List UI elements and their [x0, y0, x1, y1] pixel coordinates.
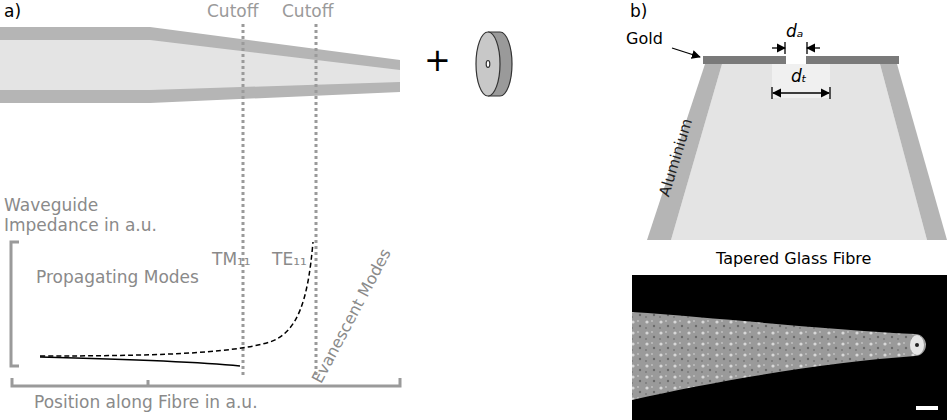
fibre-taper	[0, 27, 400, 103]
region-label: Propagating Modes	[36, 268, 199, 288]
material-label: Gold	[626, 30, 663, 48]
panel-letter: a)	[4, 2, 21, 22]
plus-sign: +	[424, 42, 451, 79]
cutoff-label: Cutoff	[207, 2, 258, 22]
aperture-disk	[476, 32, 512, 96]
dimension-label: dₜ	[791, 67, 807, 87]
caption-label: Tapered Glass Fibre	[716, 250, 871, 268]
mode-label: TE₁₁	[272, 250, 307, 270]
cutoff-label: Cutoff	[282, 2, 333, 22]
axis-label: Position along Fibre in a.u.	[34, 393, 258, 413]
cutoff-lines	[243, 24, 316, 376]
panel-letter: b)	[630, 2, 647, 22]
axis-label: Waveguide Impedance in a.u.	[4, 196, 174, 235]
mode-label: TM₁₁	[212, 250, 251, 270]
te-curve	[40, 242, 313, 356]
region-label: Evanescent Modes	[309, 246, 396, 387]
dimension-label: dₐ	[786, 22, 803, 42]
sem-image	[632, 275, 947, 420]
tm-curve	[40, 357, 240, 366]
cross-section	[647, 56, 947, 240]
dimension-arrows	[672, 42, 830, 99]
axis-brackets	[11, 242, 400, 386]
